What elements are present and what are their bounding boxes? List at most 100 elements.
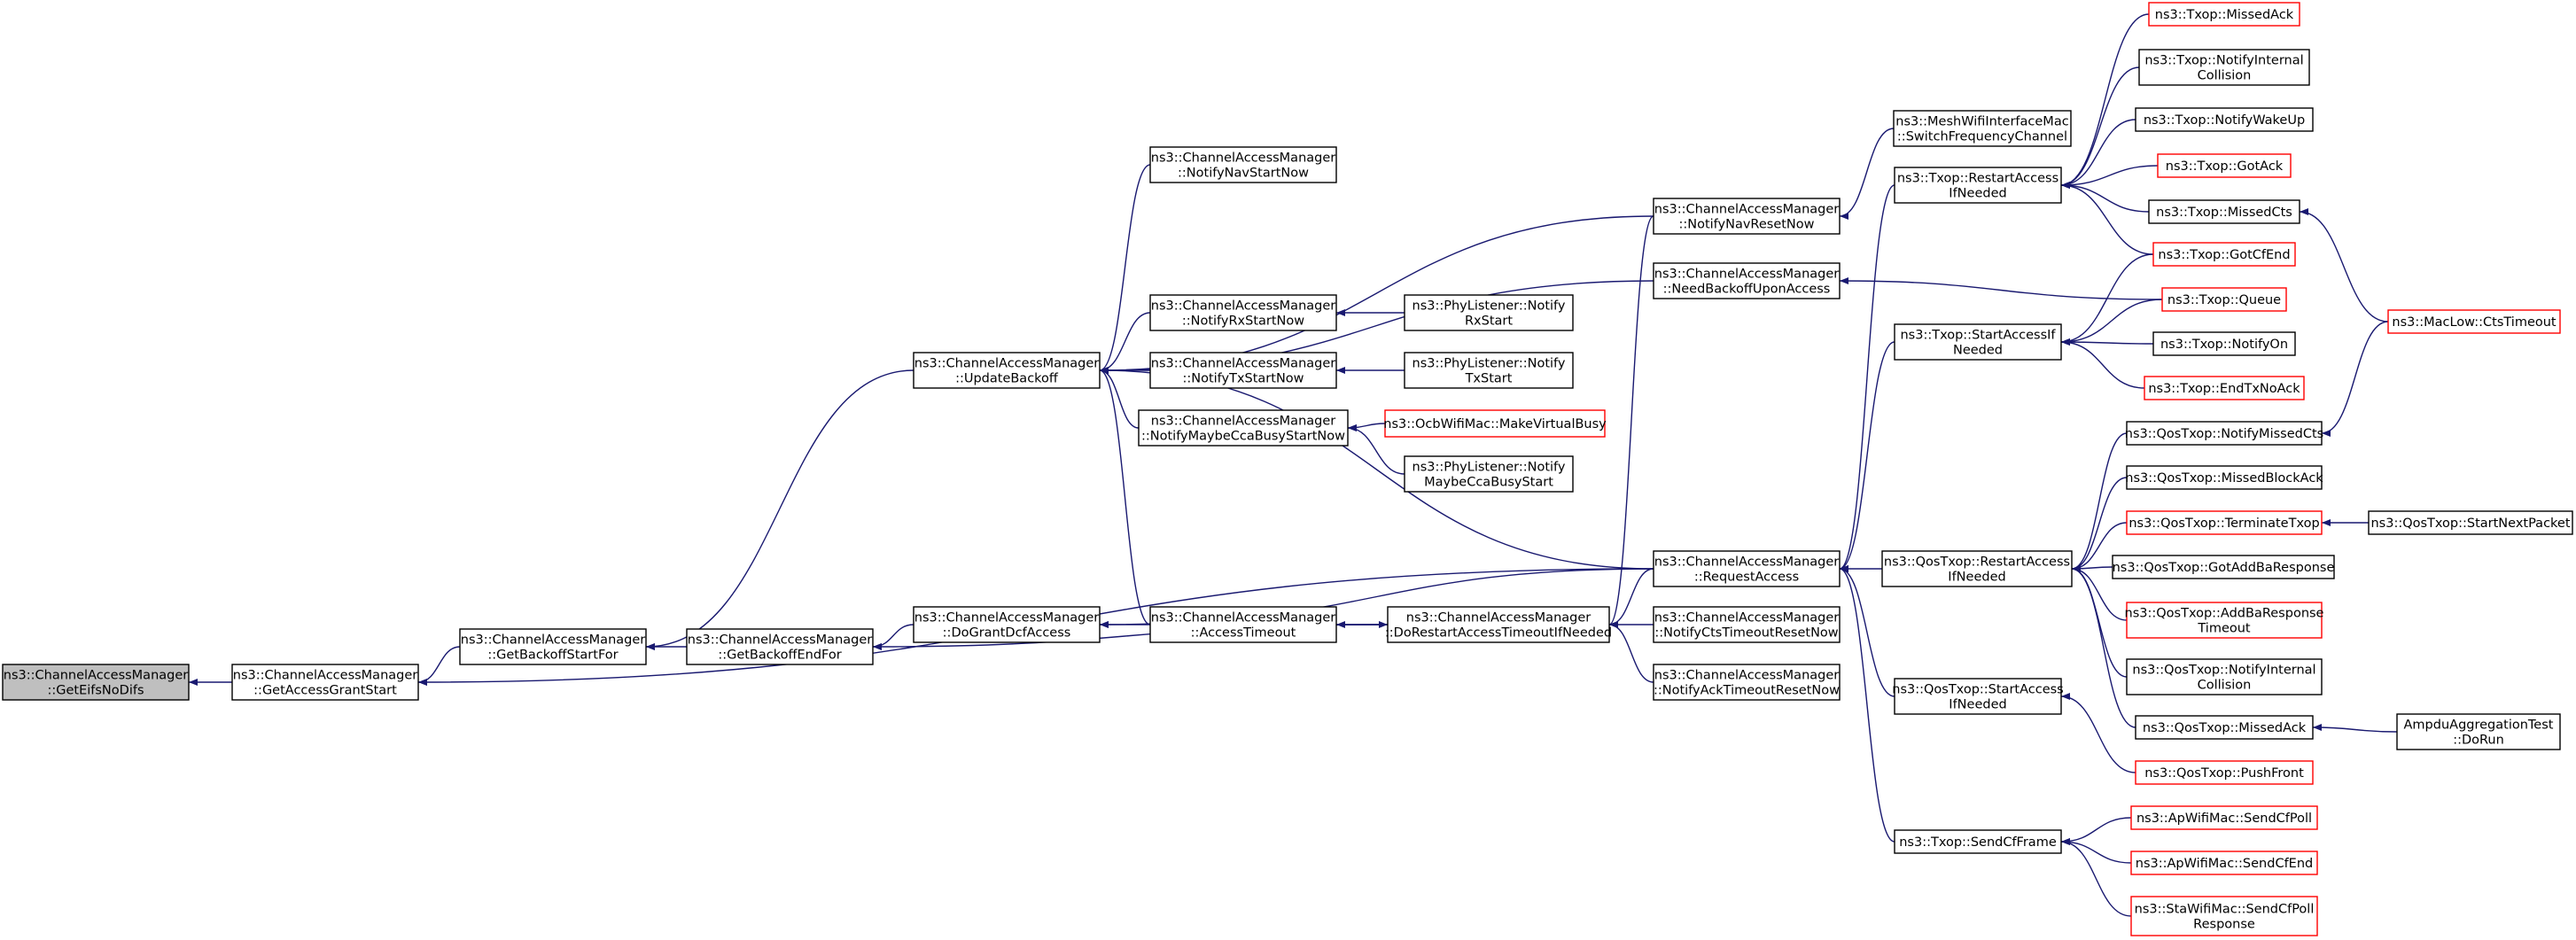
graph-node[interactable]: ns3::ChannelAccessManager::RequestAccess [1653, 550, 1841, 587]
node-label: ns3::MacLow::CtsTimeout [2392, 315, 2557, 330]
edge-path [1839, 128, 1895, 220]
graph-node[interactable]: ns3::Txop::GotCfEnd [2152, 242, 2296, 267]
graph-node[interactable]: ns3::QosTxop::GotAddBaResponse [2112, 555, 2335, 579]
graph-node[interactable]: ns3::ApWifiMac::SendCfEnd [2130, 851, 2318, 875]
graph-node[interactable]: ns3::ChannelAccessManager::DoGrantDcfAcc… [913, 606, 1101, 643]
graph-node[interactable]: ns3::ChannelAccessManager::NotifyCtsTime… [1653, 606, 1841, 643]
node-label: IfNeeded [1948, 571, 2005, 585]
node-label: ns3::Txop::Queue [2167, 293, 2281, 307]
graph-node[interactable]: ns3::ChannelAccessManager::UpdateBackoff [913, 352, 1101, 389]
graph-node[interactable]: ns3::ChannelAccessManager::GetAccessGran… [231, 664, 419, 701]
graph-node[interactable]: ns3::ApWifiMac::SendCfPoll [2130, 805, 2318, 830]
graph-node[interactable]: ns3::ChannelAccessManager::NeedBackoffUp… [1653, 262, 1841, 299]
edge-path [1839, 565, 1895, 697]
node-label: ns3::Txop::StartAccessIf [1900, 329, 2056, 343]
node-label: ns3::ChannelAccessManager [1654, 611, 1840, 625]
node-label: ns3::ChannelAccessManager [1654, 669, 1840, 683]
graph-node[interactable]: ns3::Txop::Queue [2161, 287, 2287, 312]
edge-path [1099, 164, 1151, 374]
graph-node[interactable]: ns3::ChannelAccessManager::AccessTimeout [1149, 606, 1337, 643]
node-label: ns3::PhyListener::Notify [1413, 357, 1566, 371]
graph-node[interactable]: ns3::Txop::EndTxNoAck [2144, 376, 2305, 400]
graph-node[interactable]: ns3::Txop::MissedCts [2148, 199, 2300, 224]
graph-node[interactable]: ns3::QosTxop::MissedBlockAck [2125, 465, 2323, 490]
node-box [1653, 664, 1841, 701]
graph-node[interactable]: ns3::Txop::NotifyOn [2152, 331, 2296, 356]
node-box [2152, 242, 2296, 267]
graph-node[interactable]: ns3::ChannelAccessManager::NotifyMaybeCc… [1138, 409, 1349, 447]
graph-node[interactable]: ns3::Txop::GotAck [2157, 153, 2292, 178]
call-edge [2060, 299, 2163, 346]
call-edge [417, 646, 461, 686]
edge-path [1839, 277, 2163, 300]
node-label: ns3::ChannelAccessManager [914, 611, 1100, 625]
graph-node[interactable]: ns3::ChannelAccessManager::NotifyTxStart… [1149, 352, 1337, 389]
node-label: ns3::Txop::NotifyWakeUp [2144, 113, 2305, 128]
node-label: ns3::QosTxop::NotifyMissedCts [2125, 427, 2323, 441]
graph-node[interactable]: ns3::Txop::NotifyWakeUp [2135, 107, 2314, 132]
edge-path [1839, 565, 1895, 843]
edge-path [2060, 165, 2159, 189]
graph-node[interactable]: ns3::ChannelAccessManager::NotifyRxStart… [1149, 294, 1337, 331]
edge-path [2060, 182, 2154, 255]
node-box [2368, 510, 2573, 535]
graph-node[interactable]: ns3::PhyListener::NotifyRxStart [1404, 294, 1574, 331]
node-label: Collision [2198, 679, 2252, 693]
call-edge [1839, 565, 1895, 843]
node-label: ns3::QosTxop::TerminateTxop [2129, 517, 2319, 531]
node-label: ns3::ChannelAccessManager [1151, 415, 1336, 429]
graph-node[interactable]: ns3::ChannelAccessManager::GetBackoffEnd… [686, 628, 874, 665]
graph-node[interactable]: ns3::MacLow::CtsTimeout [2387, 309, 2561, 334]
node-box [1387, 606, 1610, 643]
node-label: ::NotifyMaybeCcaBusyStartNow [1141, 430, 1345, 444]
edge-path [2299, 208, 2389, 322]
graph-node[interactable]: ns3::ChannelAccessManager::GetBackoffSta… [459, 628, 647, 665]
graph-node[interactable]: ns3::Txop::SendCfFrame [1894, 829, 2062, 854]
graph-node[interactable]: ns3::ChannelAccessManager::GetEifsNoDifs [2, 664, 190, 701]
graph-node[interactable]: ns3::QosTxop::TerminateTxop [2126, 510, 2323, 535]
node-label: ns3::ChannelAccessManager [1654, 268, 1840, 282]
graph-node[interactable]: ns3::ChannelAccessManager::DoRestartAcce… [1385, 606, 1612, 643]
graph-node[interactable]: ns3::ChannelAccessManager::NotifyAckTime… [1653, 664, 1841, 701]
node-label: ::NeedBackoffUponAccess [1663, 283, 1831, 297]
graph-node[interactable]: AmpduAggregationTest::DoRun [2396, 713, 2561, 750]
graph-node[interactable]: ns3::PhyListener::NotifyMaybeCcaBusyStar… [1404, 455, 1574, 493]
node-box [1404, 455, 1574, 493]
node-label: ::GetBackoffEndFor [718, 649, 841, 663]
node-label: ns3::PhyListener::Notify [1413, 461, 1566, 475]
graph-node[interactable]: ns3::QosTxop::StartNextPacket [2368, 510, 2573, 535]
node-label: ::GetAccessGrantStart [253, 684, 397, 698]
graph-node[interactable]: ns3::MeshWifiInterfaceMac::SwitchFrequen… [1893, 110, 2072, 147]
node-label: ns3::ApWifiMac::SendCfPoll [2136, 812, 2312, 826]
graph-node[interactable]: ns3::PhyListener::NotifyTxStart [1404, 352, 1574, 389]
node-label: ns3::Txop::NotifyInternal [2144, 54, 2303, 68]
edge-path [2060, 817, 2132, 845]
edge-path [1099, 215, 1654, 374]
graph-node[interactable]: ns3::QosTxop::MissedAck [2135, 715, 2314, 740]
graph-node[interactable]: ns3::ChannelAccessManager::NotifyNavStar… [1149, 146, 1337, 183]
graph-node[interactable]: ns3::Txop::MissedAck [2148, 2, 2300, 27]
node-label: ::NotifyTxStartNow [1182, 372, 1304, 386]
call-edge [2060, 338, 2154, 346]
node-box [1384, 409, 1606, 438]
graph-node[interactable]: ns3::OcbWifiMac::MakeVirtualBusy [1383, 409, 1607, 438]
graph-node[interactable]: ns3::ChannelAccessManager::NotifyNavRese… [1653, 198, 1841, 235]
node-label: IfNeeded [1949, 698, 2006, 712]
node-box [2126, 465, 2323, 490]
graph-node[interactable]: ns3::QosTxop::PushFront [2135, 760, 2314, 785]
edge-path [1347, 424, 1405, 475]
node-label: ns3::QosTxop::AddBaResponse [2125, 607, 2324, 621]
graph-node[interactable]: ns3::QosTxop::NotifyMissedCts [2125, 421, 2323, 446]
node-box [2126, 421, 2323, 446]
node-box [1893, 110, 2072, 147]
call-edge [1347, 424, 1405, 475]
node-box [2152, 331, 2296, 356]
